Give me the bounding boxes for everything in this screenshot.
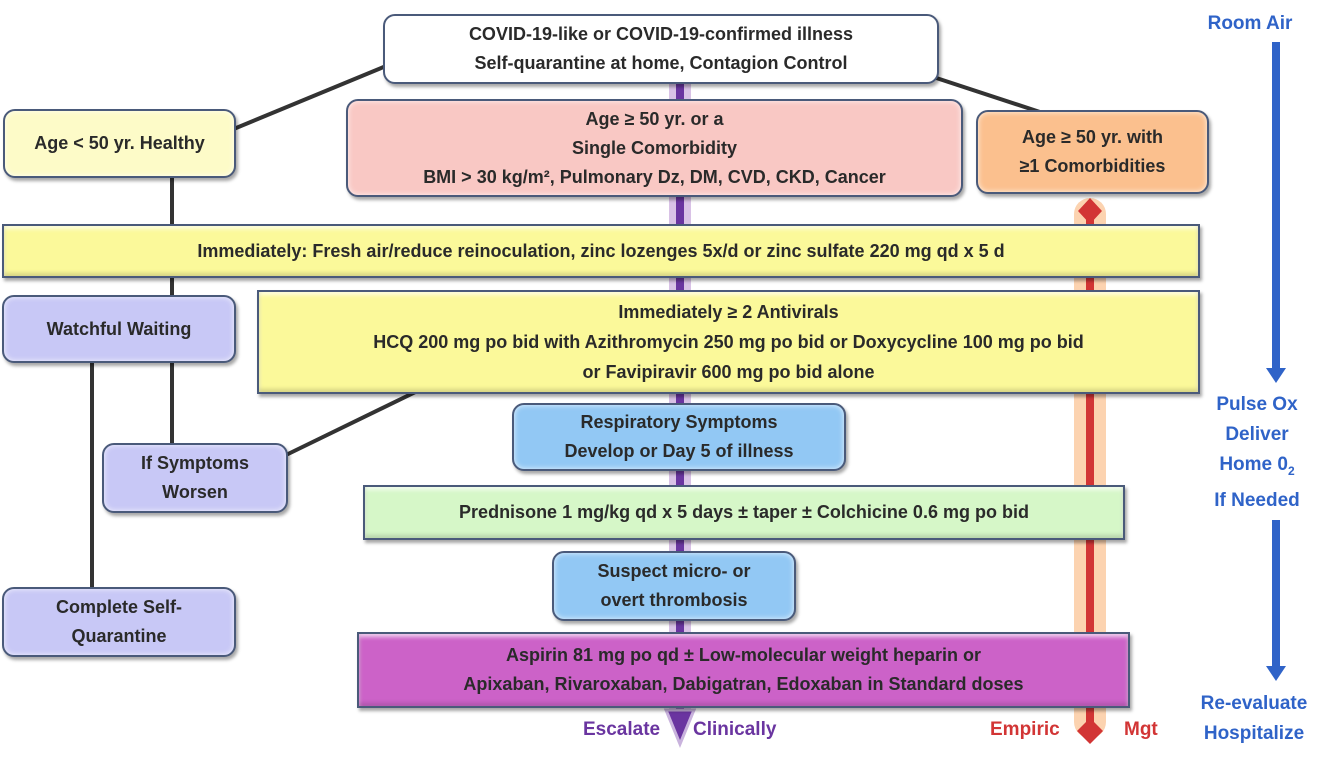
initial-illness-box: COVID-19-like or COVID-19-confirmed illn… [383,14,939,84]
multi-comorbidity-box: Age ≥ 50 yr. with ≥1 Comorbidities [976,110,1209,194]
antivirals-line-1: Immediately ≥ 2 Antivirals [618,302,839,322]
healthy-label: Age < 50 yr. Healthy [34,133,205,153]
empiric-diamond-bottom [1077,718,1103,744]
reevaluate-label: Re-evaluate Hospitalize [1186,689,1322,749]
prednisone-text: Prednisone 1 mg/kg qd x 5 days ± taper ±… [459,502,1029,522]
pulse-ox-line-1: Pulse Ox [1216,394,1298,415]
pulse-ox-label: Pulse Ox Deliver Home 02 If Needed [1196,390,1318,516]
respiratory-symptoms-box: Respiratory Symptoms Develop or Day 5 of… [512,403,846,471]
symptoms-worsen-box: If Symptoms Worsen [102,443,288,513]
multi-comorbidity-line-2: ≥1 Comorbidities [1019,156,1166,176]
complete-quarantine-line-2: Quarantine [71,626,167,646]
antivirals-bar: Immediately ≥ 2 Antivirals HCQ 200 mg po… [257,290,1200,394]
single-comorbidity-box: Age ≥ 50 yr. or a Single Comorbidity BMI… [346,99,963,197]
single-comorbidity-line-1: Age ≥ 50 yr. or a [585,108,724,129]
escalate-label: Escalate [583,719,661,740]
single-comorbidity-line-3: BMI > 30 kg/m², Pulmonary Dz, DM, CVD, C… [423,166,886,187]
immediately-supportive-text: Immediately: Fresh air/reduce reinoculat… [197,240,1005,261]
respiratory-line-2: Develop or Day 5 of illness [564,441,794,461]
initial-line-1: COVID-19-like or COVID-19-confirmed illn… [468,24,854,44]
immediately-supportive-bar: Immediately: Fresh air/reduce reinoculat… [2,224,1200,278]
initial-line-2: Self-quarantine at home, Contagion Contr… [474,53,848,73]
anticoagulation-line-2: Apixaban, Rivaroxaban, Dabigatran, Edoxa… [463,674,1024,694]
watchful-waiting-box: Watchful Waiting [2,295,236,363]
symptoms-worsen-line-1: If Symptoms [140,453,250,473]
empiric-label: Empiric [990,719,1060,740]
pulse-ox-line-4: If Needed [1214,489,1300,511]
reevaluate-line-2: Hospitalize [1203,723,1305,744]
respiratory-line-1: Respiratory Symptoms [580,412,778,432]
escalate-spine [676,80,684,712]
pulse-ox-line-2: Deliver [1225,424,1289,445]
multi-comorbidity-line-1: Age ≥ 50 yr. with [1022,127,1163,147]
clinically-label: Clinically [693,719,777,740]
anticoagulation-line-1: Aspirin 81 mg po qd ± Low-molecular weig… [506,645,981,665]
pulse-ox-home-text: Home 0 [1219,454,1288,475]
empiric-spine [1086,210,1094,725]
complete-quarantine-line-1: Complete Self- [55,597,183,617]
room-air-text: Room Air [1207,13,1293,34]
empiric-diamond-top [1078,198,1102,224]
room-air-arrowhead [1266,368,1286,383]
escalate-arrowhead [663,708,697,748]
antivirals-line-2: HCQ 200 mg po bid with Azithromycin 250 … [373,332,1084,352]
connector-initial-to-healthy [223,64,387,135]
pulse-ox-arrowhead [1266,666,1286,681]
healthy-box: Age < 50 yr. Healthy [3,109,236,178]
complete-quarantine-box: Complete Self- Quarantine [2,587,236,657]
oxygen-subscript: 2 [1287,463,1295,478]
symptoms-worsen-line-2: Worsen [162,482,228,502]
room-air-label: Room Air [1192,9,1308,39]
thrombosis-line-1: Suspect micro- or [597,561,751,581]
prednisone-bar: Prednisone 1 mg/kg qd x 5 days ± taper ±… [363,485,1125,540]
thrombosis-line-2: overt thrombosis [600,590,748,610]
reevaluate-line-1: Re-evaluate [1200,693,1308,714]
watchful-waiting-label: Watchful Waiting [46,318,192,339]
thrombosis-box: Suspect micro- or overt thrombosis [552,551,796,621]
antivirals-line-3: or Favipiravir 600 mg po bid alone [582,362,875,382]
single-comorbidity-line-2: Single Comorbidity [571,137,737,158]
connector-worsen-to-antivirals [285,380,437,457]
anticoagulation-bar: Aspirin 81 mg po qd ± Low-molecular weig… [357,632,1130,708]
mgt-label: Mgt [1124,719,1158,740]
pulse-ox-line-3: Home 02 [1196,450,1318,486]
